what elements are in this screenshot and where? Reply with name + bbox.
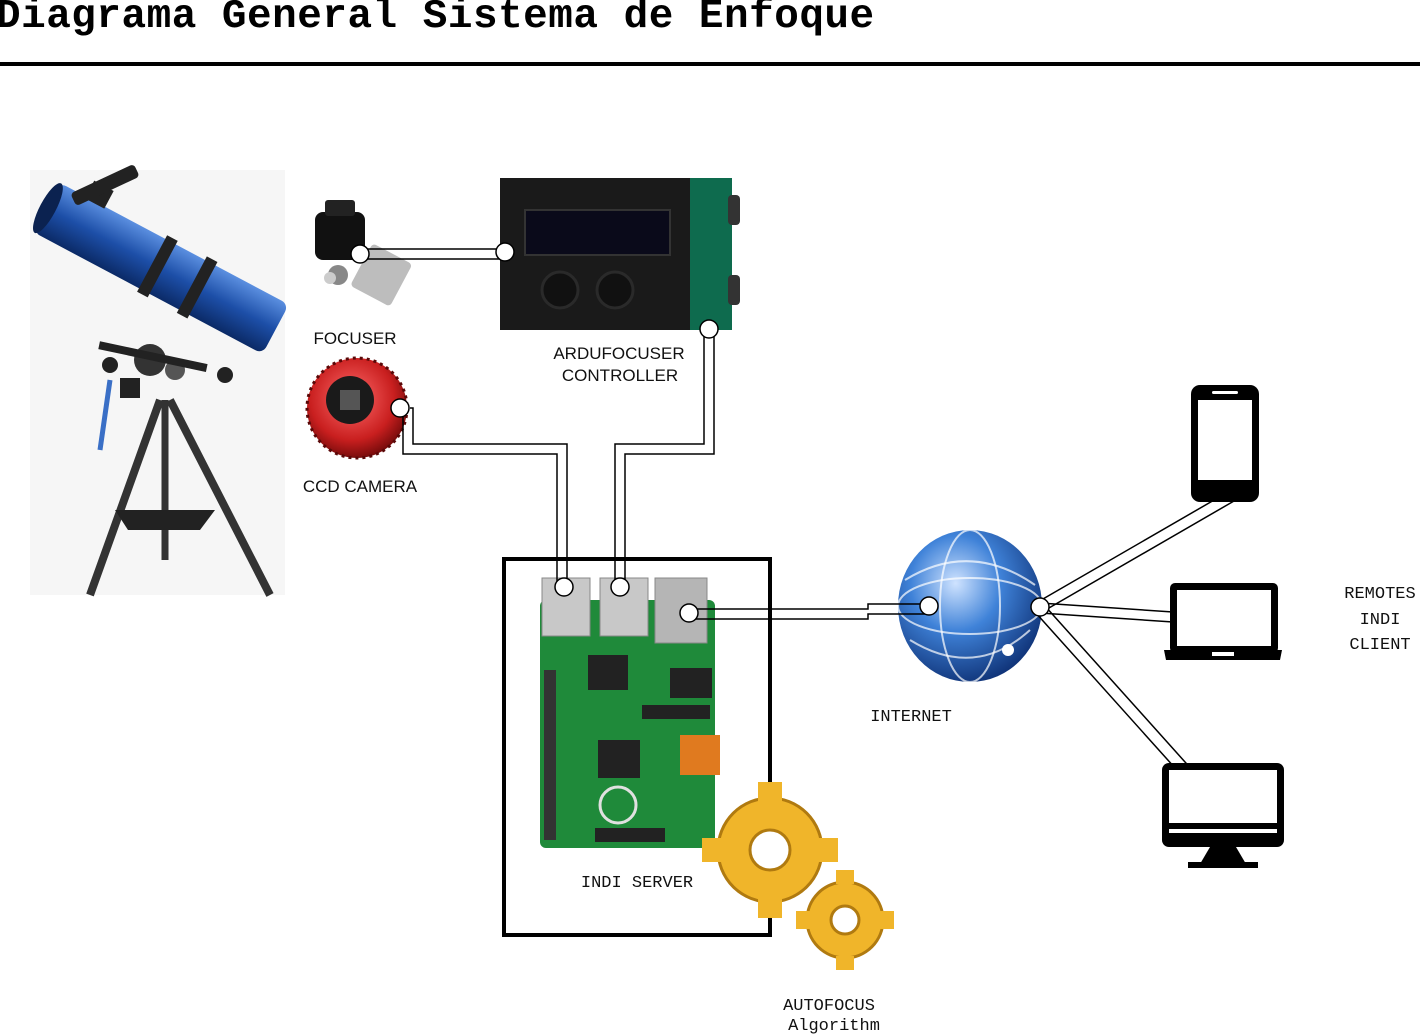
connector-nodes [350,242,1232,796]
desktop-monitor-icon [1162,763,1284,868]
indi-server-label: INDI SERVER [581,874,693,893]
remotes-label-line2: INDI [1360,611,1401,630]
autofocus-gear-small-icon [796,870,894,970]
telescope-image [30,165,287,597]
focuser-label: FOCUSER [313,329,396,348]
controller-label-line2: CONTROLLER [562,366,678,385]
autofocus-label-line2: Algorithm [788,1017,880,1035]
internet-globe-icon [897,529,1043,683]
autofocus-gear-large-icon [702,782,838,918]
connectors [360,248,1235,779]
indi-server-box [502,557,772,937]
ccd-camera-image [305,356,409,460]
diagram-title: Diagrama General Sistema de Enfoque [0,0,875,40]
raspberry-pi-image [540,577,720,848]
internet-label: INTERNET [870,708,952,727]
ardufocuser-controller-image [500,178,740,330]
controller-label-line1: ARDUFOCUSER [553,344,684,363]
ccd-camera-label: CCD CAMERA [303,477,418,496]
smartphone-icon [1191,385,1259,502]
remotes-label-line3: CLIENT [1349,636,1410,655]
title-underline [0,62,1420,66]
autofocus-label-line1: AUTOFOCUS [783,997,875,1016]
laptop-icon [1164,583,1282,660]
remotes-label-line1: REMOTES [1344,585,1415,604]
